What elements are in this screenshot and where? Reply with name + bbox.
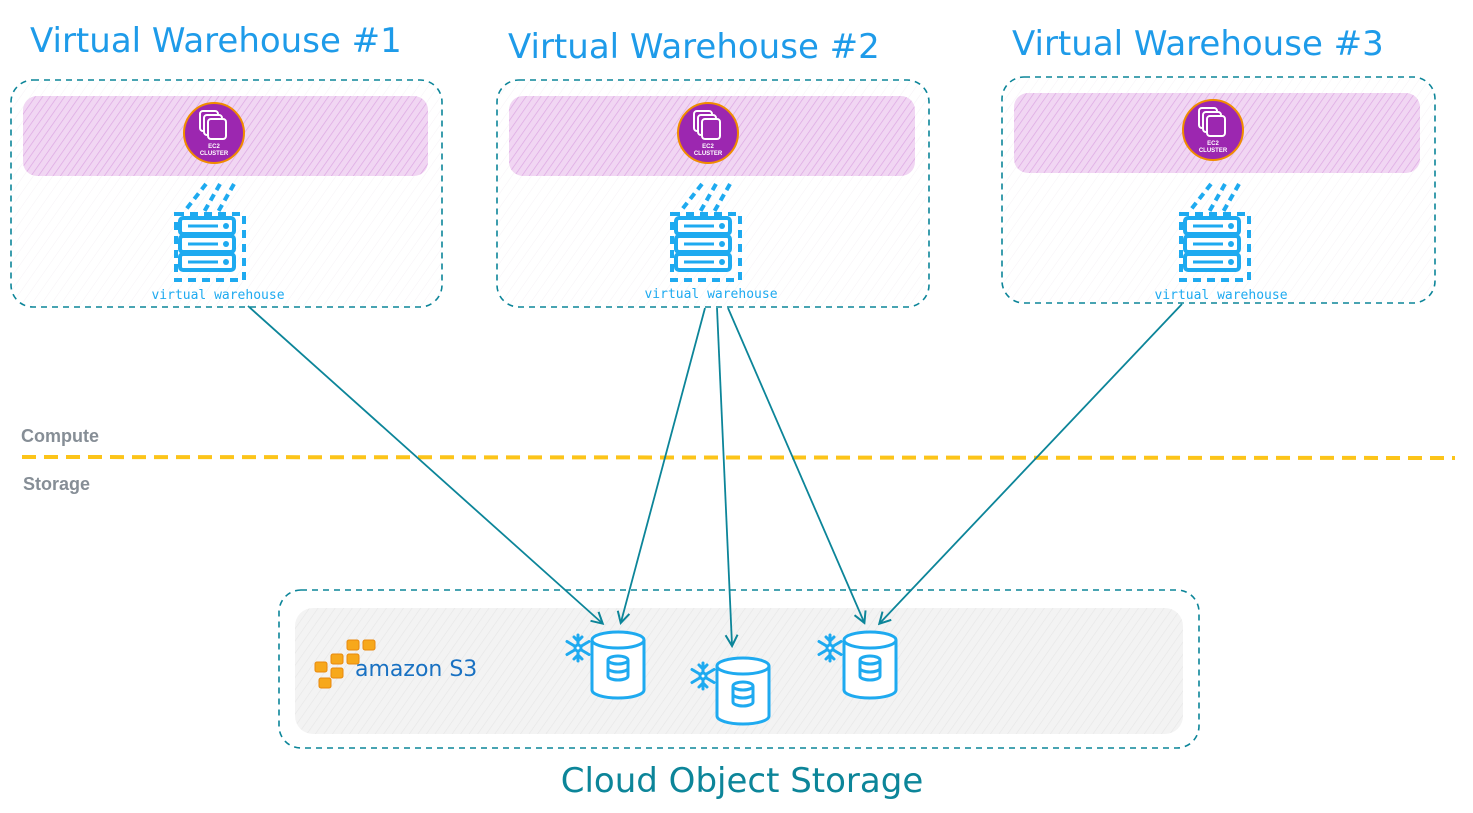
svg-text:CLUSTER: CLUSTER xyxy=(1199,148,1228,154)
arrow-wh2-to-store3 xyxy=(727,307,864,622)
arrow-wh3-to-store3 xyxy=(880,303,1183,623)
database-cylinder-icon xyxy=(715,656,771,726)
provider-label: amazon S3 xyxy=(355,657,477,682)
arrow-wh1-to-store1 xyxy=(247,305,602,623)
svg-text:EC2: EC2 xyxy=(1207,141,1219,147)
svg-text:CLUSTER: CLUSTER xyxy=(694,151,723,157)
compute-label: Compute xyxy=(21,426,99,446)
svg-text:CLUSTER: CLUSTER xyxy=(200,151,229,157)
storage-title: Cloud Object Storage xyxy=(561,761,924,801)
warehouse-label: virtual warehouse xyxy=(644,287,777,302)
svg-text:EC2: EC2 xyxy=(208,144,220,150)
arrow-wh2-to-store1 xyxy=(621,307,706,622)
storage-label: Storage xyxy=(23,474,90,494)
warehouse-title: Virtual Warehouse #2 xyxy=(508,27,880,67)
layer-divider xyxy=(21,455,1456,460)
cloud-storage-container: amazon S3 xyxy=(278,589,1200,749)
ec2-cluster-icon: EC2 CLUSTER xyxy=(677,102,739,164)
warehouse-2: Virtual Warehouse #2 EC2 CLUSTER virtual… xyxy=(496,27,930,308)
arrows xyxy=(247,303,1183,645)
warehouse-label: virtual warehouse xyxy=(1154,288,1287,303)
database-cylinder-icon xyxy=(842,630,898,700)
ec2-cluster-icon: EC2 CLUSTER xyxy=(183,102,245,164)
svg-text:EC2: EC2 xyxy=(702,144,714,150)
warehouse-3: Virtual Warehouse #3 EC2 CLUSTER virtual… xyxy=(1001,24,1436,304)
database-cylinder-icon xyxy=(590,630,646,700)
warehouse-title: Virtual Warehouse #3 xyxy=(1012,24,1384,64)
arrow-wh2-to-store2 xyxy=(716,307,732,645)
ec2-cluster-icon: EC2 CLUSTER xyxy=(1182,99,1244,161)
aws-cubes-icon xyxy=(314,639,376,689)
warehouse-1: Virtual Warehouse #1 EC2 CLUSTER virtual… xyxy=(10,21,443,308)
warehouse-title: Virtual Warehouse #1 xyxy=(30,21,402,61)
warehouse-label: virtual warehouse xyxy=(151,288,284,303)
